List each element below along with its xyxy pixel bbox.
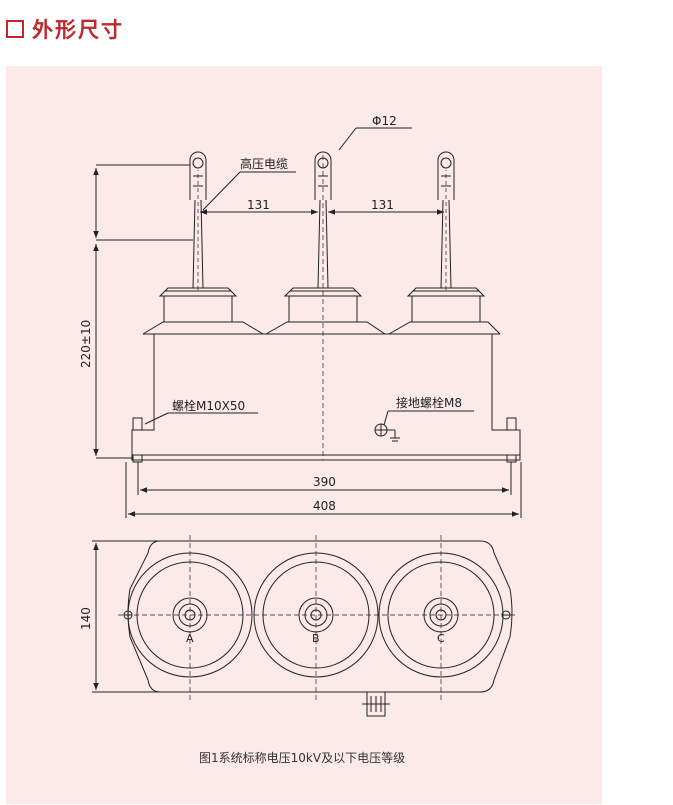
section-checkbox-icon	[6, 20, 24, 38]
mount-bolt-right	[506, 417, 517, 463]
terminal-right	[437, 151, 455, 290]
dim-width	[125, 462, 522, 518]
leader-bolt	[144, 412, 169, 425]
ground-terminal-top	[362, 691, 390, 717]
label-height: 220±10	[79, 320, 93, 368]
insulator-left	[142, 287, 500, 335]
label-depth: 140	[79, 607, 93, 630]
label-width-outer: 408	[313, 499, 336, 513]
section-title: 外形尺寸	[32, 18, 124, 42]
label-phi: Φ12	[372, 114, 397, 128]
leader-cable	[202, 171, 241, 211]
mount-bolt-left	[132, 417, 143, 463]
dim-height	[93, 164, 193, 459]
label-pitch-right: 131	[371, 198, 394, 212]
label-width-inner: 390	[313, 475, 336, 489]
label-ground-bolt: 接地螺栓M8	[396, 395, 462, 410]
label-bolt: 螺栓M10X50	[172, 398, 245, 413]
leader-ground	[383, 410, 389, 426]
dim-depth	[92, 540, 160, 693]
label-cable: 高压电缆	[240, 156, 288, 171]
ground-bolt-symbol	[374, 423, 400, 442]
figure-caption: 图1系统标称电压10kV及以下电压等级	[199, 751, 405, 765]
insulator-middle	[265, 287, 386, 335]
label-phase-c: C	[437, 632, 445, 645]
leader-phi	[338, 127, 357, 151]
housing-body	[131, 334, 521, 461]
label-phase-a: A	[186, 632, 194, 645]
label-pitch-left: 131	[247, 198, 270, 212]
section-header: 外形尺寸	[6, 14, 124, 44]
label-phase-b: B	[312, 632, 320, 645]
terminal-left	[189, 151, 207, 290]
insulator-right	[388, 287, 501, 335]
centerlines-top	[118, 535, 518, 700]
drawing-panel	[6, 66, 602, 804]
